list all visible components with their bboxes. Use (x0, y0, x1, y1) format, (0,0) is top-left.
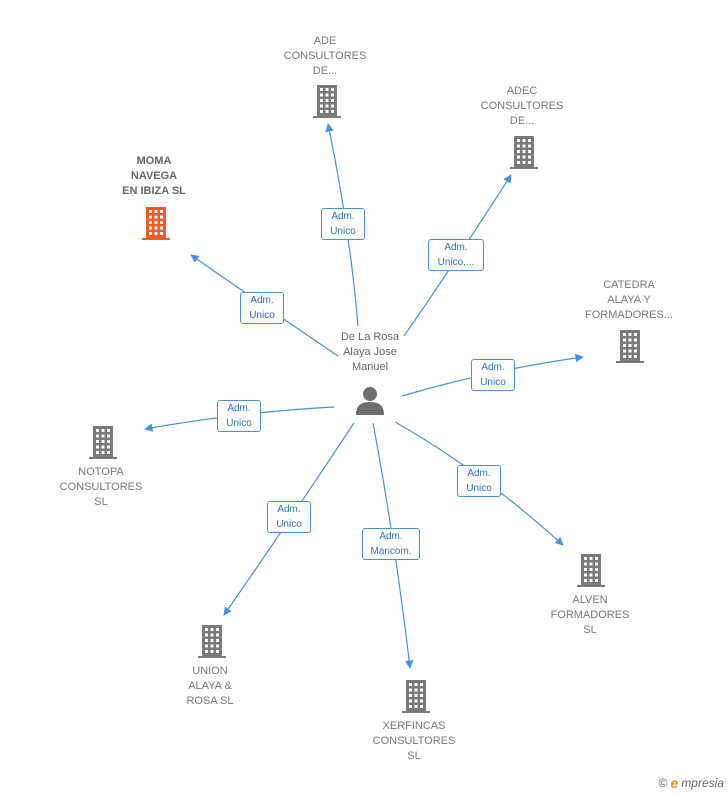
building-icon (616, 330, 644, 363)
copyright-icon: © (658, 776, 668, 790)
building-icon (402, 680, 430, 713)
company-name: CATEDRA ALAYA Y FORMADORES... (584, 279, 673, 321)
company-name: NOTOPA CONSULTORES SL (59, 466, 143, 508)
building-icon (577, 554, 605, 587)
company-name: UNION ALAYA & ROSA SL (186, 665, 234, 707)
company-node-notopa[interactable]: NOTOPA CONSULTORES SL (46, 465, 156, 510)
company-node-moma[interactable]: MOMA NAVEGA EN IBIZA SL (99, 154, 209, 199)
building-icon (89, 426, 117, 459)
company-node-ade[interactable]: ADE CONSULTORES DE... (270, 34, 380, 79)
company-name: MOMA NAVEGA EN IBIZA SL (122, 155, 186, 197)
building-icon (313, 85, 341, 118)
edge-label-union: Adm. Unico (267, 501, 311, 533)
edge-label-xerfincas: Adm. Mancom. (362, 528, 420, 560)
building-icon (198, 625, 226, 658)
company-name: ADEC CONSULTORES DE... (480, 85, 564, 127)
edge-label-moma: Adm. Unico (240, 292, 284, 324)
building-icon (510, 136, 538, 169)
brand-logo-text: mpresia (681, 776, 724, 790)
edge-label-adec: Adm. Unico,... (428, 239, 484, 271)
company-name: ADE CONSULTORES DE... (283, 35, 367, 77)
edge-label-ade: Adm. Unico (321, 208, 365, 240)
edge-label-alven: Adm. Unico (457, 465, 501, 497)
person-icon (356, 387, 384, 415)
edge-label-notopa: Adm. Unico (217, 400, 261, 432)
building-icon (142, 207, 170, 240)
company-node-adec[interactable]: ADEC CONSULTORES DE... (467, 84, 577, 129)
company-node-catedra[interactable]: CATEDRA ALAYA Y FORMADORES... (574, 278, 684, 323)
company-node-union[interactable]: UNION ALAYA & ROSA SL (155, 664, 265, 709)
company-node-xerfincas[interactable]: XERFINCAS CONSULTORES SL (359, 719, 469, 764)
company-name: XERFINCAS CONSULTORES SL (372, 720, 456, 762)
edge-label-catedra: Adm. Unico (471, 359, 515, 391)
brand-logo-initial: e (670, 775, 679, 791)
company-name: ALVEN FORMADORES SL (550, 594, 630, 636)
person-name: De La Rosa Alaya Jose Manuel (340, 331, 400, 373)
company-node-alven[interactable]: ALVEN FORMADORES SL (535, 593, 645, 638)
center-person[interactable]: De La Rosa Alaya Jose Manuel (315, 330, 425, 415)
